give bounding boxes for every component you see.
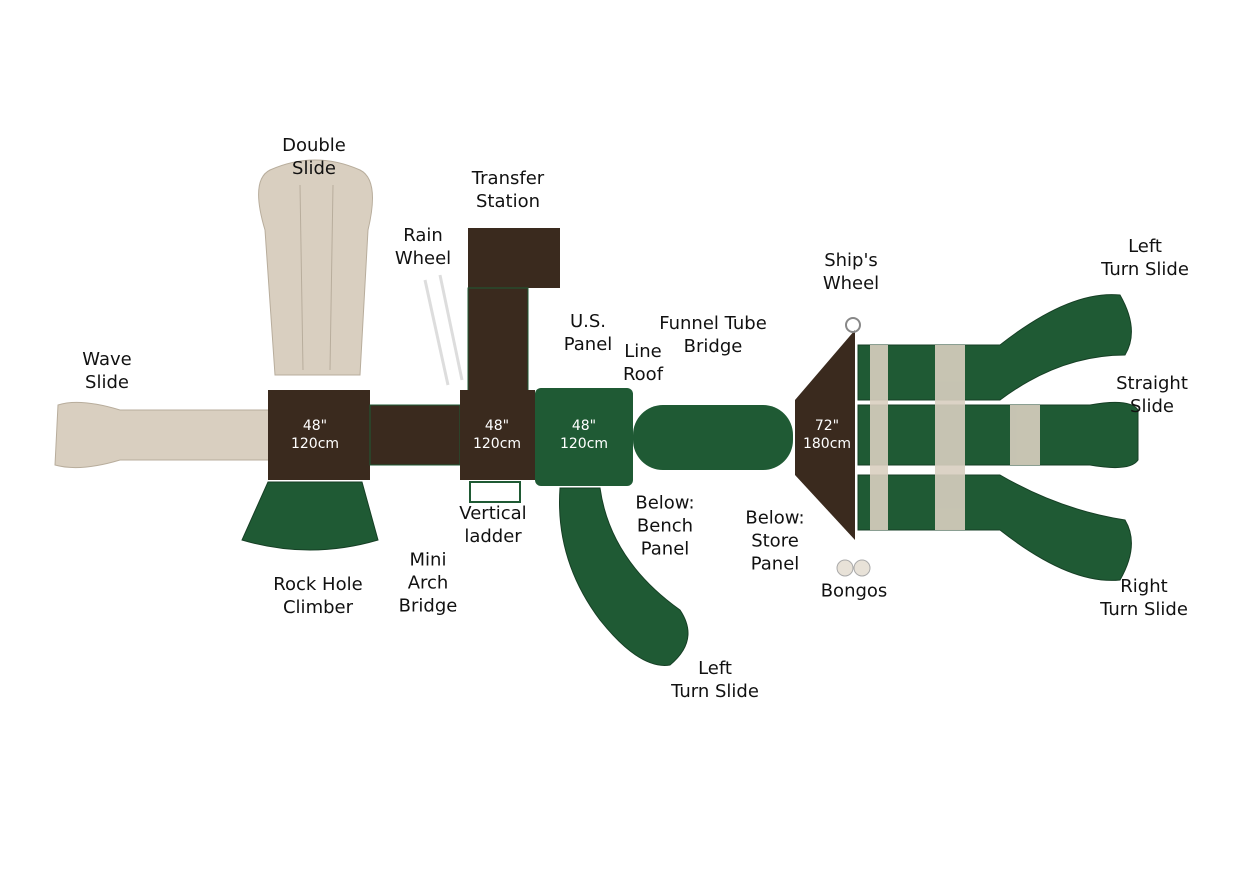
label-line: Wheel <box>822 273 880 294</box>
label-line: Mini <box>409 549 447 571</box>
mini-arch-bridge <box>369 404 461 466</box>
label-line: Bridge <box>398 595 458 617</box>
transfer-station <box>468 228 560 288</box>
label-line: Wave <box>82 349 132 370</box>
label-line: Turn Slide <box>1100 599 1188 620</box>
label-line: Left <box>1128 236 1162 257</box>
label-line: Slide <box>1130 396 1174 417</box>
height-imperial: 48" <box>484 418 510 434</box>
label-line: Below: <box>635 492 695 514</box>
height-metric: 120cm <box>559 436 609 452</box>
label-line: Funnel Tube <box>659 313 767 334</box>
deck-height-1: 48" 120cm <box>291 417 339 453</box>
label-line: Panel <box>563 334 613 355</box>
deck-3 <box>535 388 633 486</box>
label-line: Arch <box>407 572 449 594</box>
height-metric: 180cm <box>802 436 852 452</box>
label-line: Store <box>751 530 799 552</box>
deck-4 <box>795 330 855 540</box>
left-turn-slide-bottom <box>559 487 689 666</box>
deck-1 <box>268 390 370 480</box>
deck-height-4: 72" 180cm <box>803 417 851 453</box>
deck-2 <box>460 390 535 480</box>
height-metric: 120cm <box>290 436 340 452</box>
label-line: U.S. <box>569 311 607 332</box>
label-line: Left <box>698 658 732 679</box>
label-line: Straight <box>1116 373 1188 394</box>
label-line: Rain <box>403 225 443 246</box>
label-line: Station <box>475 191 540 212</box>
label-line: Double <box>282 135 346 156</box>
label-line: Roof <box>622 364 664 385</box>
height-imperial: 48" <box>571 418 597 434</box>
height-imperial: 48" <box>302 418 328 434</box>
label-line: Vertical <box>459 503 527 524</box>
ships-wheel <box>845 317 861 333</box>
label-line: Right <box>1120 576 1168 597</box>
deck-height-3: 48" 120cm <box>560 417 608 453</box>
label-us-panel: U.S.Panel <box>564 310 613 356</box>
wave-slide <box>54 401 271 469</box>
label-line: Line <box>624 341 662 362</box>
label-line: Rock Hole <box>273 574 363 595</box>
rock-hole-climber <box>241 481 379 551</box>
left-turn-slide-right <box>857 294 1132 401</box>
label-line: Panel <box>750 553 800 575</box>
label-line: Turn Slide <box>1101 259 1189 280</box>
label-line: Bongos <box>820 580 888 602</box>
bongos <box>836 559 871 577</box>
label-line: Panel <box>640 538 690 560</box>
height-metric: 120cm <box>472 436 522 452</box>
rain-wheel <box>423 274 464 386</box>
label-line: Bench <box>636 515 694 537</box>
label-line: Transfer <box>471 168 545 189</box>
funnel-tube-bridge <box>633 405 793 470</box>
deck-height-2: 48" 120cm <box>473 417 521 453</box>
label-line: ladder <box>464 526 522 547</box>
label-line: Ship's <box>824 250 878 271</box>
vertical-ladder <box>469 481 521 503</box>
label-line: Climber <box>282 597 354 618</box>
label-line: Bridge <box>683 336 743 357</box>
straight-slide <box>857 401 1139 469</box>
label-line: Slide <box>85 372 129 393</box>
right-turn-slide <box>857 474 1132 581</box>
double-slide <box>258 159 373 376</box>
label-line: Slide <box>292 158 336 179</box>
label-line: Turn Slide <box>671 681 759 702</box>
height-imperial: 72" <box>814 418 840 434</box>
label-line: Below: <box>745 507 805 529</box>
label-line: Wheel <box>394 248 452 269</box>
label-bongos: Bongos <box>821 580 888 603</box>
